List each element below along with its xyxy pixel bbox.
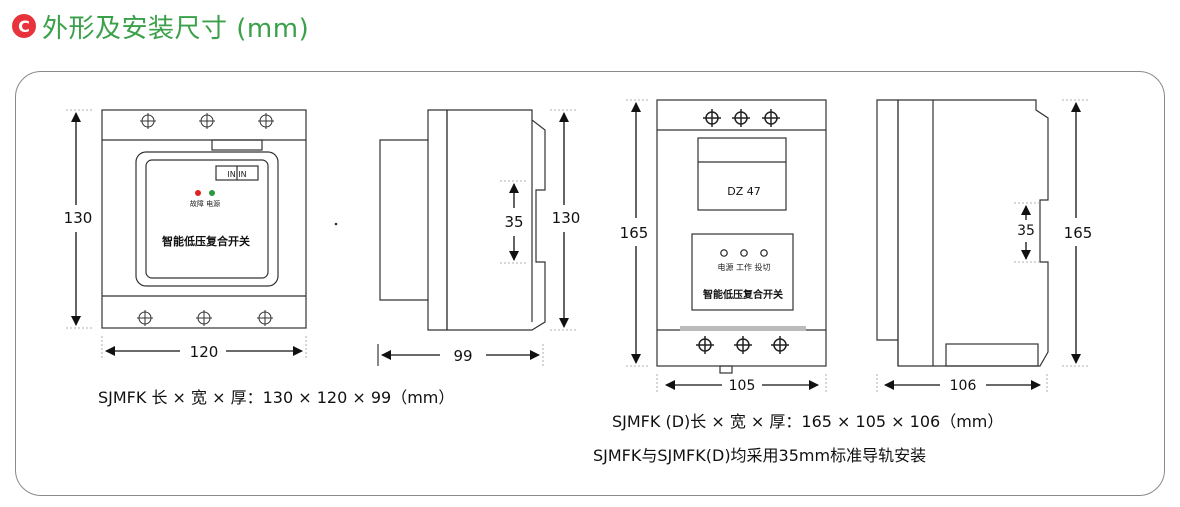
sjmfk-side-height-dim	[550, 109, 578, 331]
work-led-icon	[740, 249, 748, 257]
sjmfk-product-name: 智能低压复合开关	[162, 234, 250, 248]
sjmfk-side-rail-dim	[500, 180, 528, 264]
sjmfk-d-product-name: 智能低压复合开关	[703, 288, 783, 301]
diagram-frame	[15, 71, 1165, 496]
sjmfk-d-front-width-dim	[656, 374, 827, 392]
sjmfk-side-view	[379, 109, 546, 331]
sjmfk-side-depth-dim	[377, 344, 544, 366]
sjmfk-front-width-dim	[101, 336, 307, 360]
sjmfk-front-height-dim	[66, 109, 94, 329]
sjmfk-front-height-label: 130	[64, 209, 93, 227]
sjmfk-d-side-height-label: 165	[1064, 224, 1093, 242]
sjmfk-d-side-depth-dim	[876, 374, 1048, 392]
sjmfk-d-side-view	[876, 99, 1049, 367]
sjmfk-front-width-label: 120	[190, 343, 219, 361]
sjmfk-led-labels: 故障 电源	[190, 199, 220, 208]
sjmfk-caption: SJMFK 长 × 宽 × 厚：130 × 120 × 99（mm）	[98, 388, 455, 407]
fault-led-icon	[195, 190, 201, 196]
switch-led-icon	[760, 249, 768, 257]
sjmfk-d-side-depth-label: 106	[950, 378, 977, 394]
sjmfk-d-side-rail-label: 35	[1017, 223, 1035, 239]
section-title-text: 外形及安装尺寸 (mm)	[42, 13, 310, 44]
sjmfk-d-front-width-label: 105	[729, 378, 756, 394]
sjmfk-side-depth-label: 99	[453, 347, 472, 365]
sjmfk-side-rail-label: 35	[504, 213, 523, 231]
sjmfk-d-side-rail-dim	[1014, 202, 1040, 263]
sjmfk-d-led-labels: 电源 工作 投切	[717, 262, 770, 272]
sjmfk-d-front-height-dim	[626, 99, 650, 367]
power-led-icon	[209, 190, 215, 196]
stray-dot	[334, 222, 338, 226]
sjmfk-d-vent-strip	[680, 326, 806, 331]
sjmfk-d-front-height-label: 165	[620, 224, 649, 242]
power-led-icon	[720, 249, 728, 257]
mounting-note: SJMFK与SJMFK(D)均采用35mm标准导轨安装	[593, 446, 927, 465]
sjmfk-d-caption: SJMFK (D)长 × 宽 × 厚：165 × 105 × 106（mm）	[612, 412, 1004, 431]
sjmfk-d-side-height-dim	[1062, 99, 1090, 367]
section-title: C 外形及安装尺寸 (mm)	[12, 6, 309, 46]
sjmfk-side-height-label: 130	[552, 209, 581, 227]
sjmfk-d-front-view	[656, 99, 827, 374]
c-logo-icon: C	[12, 14, 36, 38]
sjmfk-lcd-label: IN IN	[227, 170, 246, 179]
sjmfk-d-breaker-label: DZ 47	[727, 185, 761, 198]
sjmfk-front-view	[101, 109, 307, 329]
